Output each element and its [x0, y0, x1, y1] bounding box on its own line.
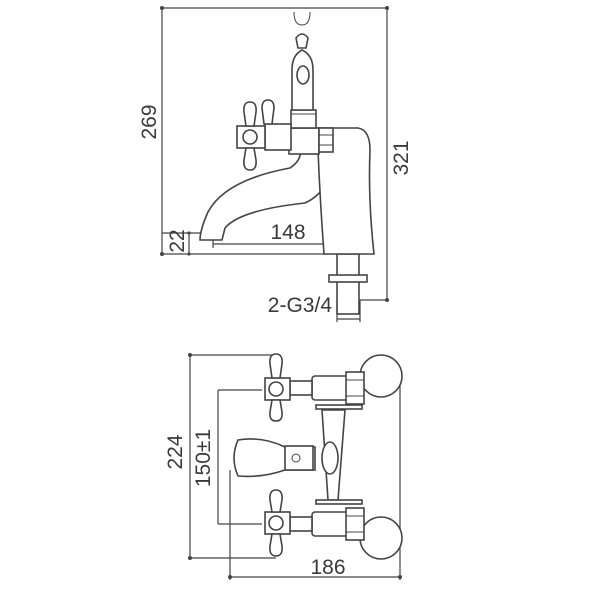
dimension-label-thread: 2-G3/4 [268, 294, 333, 317]
top-view: 224 150±1 186 [164, 353, 403, 580]
dimension-label-321: 321 [390, 140, 413, 175]
dimension-label-22: 22 [166, 229, 189, 252]
dimension-lines-top [188, 353, 402, 580]
faucet-top [233, 353, 403, 560]
dimension-label-224: 224 [164, 434, 187, 469]
dimension-lines-side [160, 6, 389, 322]
dimension-label-148: 148 [270, 221, 305, 244]
dimension-label-150: 150±1 [192, 429, 215, 487]
dimension-label-186: 186 [310, 556, 345, 579]
side-view: 269 321 22 148 2-G3/4 [138, 6, 413, 322]
faucet-side [199, 11, 375, 315]
dimension-label-269: 269 [138, 104, 161, 139]
